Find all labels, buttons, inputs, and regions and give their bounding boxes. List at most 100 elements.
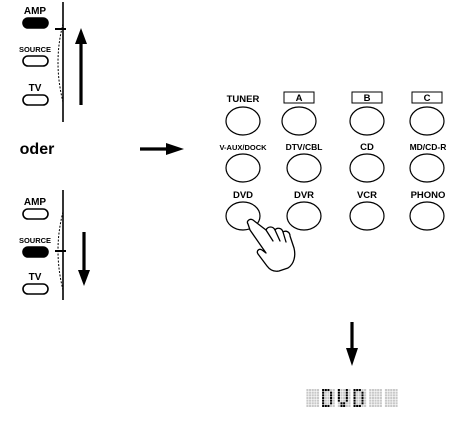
display-dot-dim [337,402,340,405]
display-dot-dim [343,399,346,402]
display-dot-dim [369,396,372,400]
display-dot-dim [356,391,359,394]
amp-button[interactable] [22,17,49,29]
display-dot-lit [353,394,356,397]
display-dot-dim [309,399,312,402]
display-dot-dim [343,389,346,392]
vcr-button[interactable] [349,201,385,231]
display-dot-dim [314,402,317,405]
selector-label-source: SOURCE [19,45,51,54]
display-dot-dim [384,389,387,392]
display-dot-lit [345,389,348,392]
display-dot-dim [348,396,351,400]
display-dot-dim [387,404,390,407]
display-dot-dim [395,396,398,400]
a-button[interactable] [281,106,317,136]
display-dot-dim [395,402,398,405]
front-display: DVD [306,389,398,407]
display-dot-dim [327,394,330,397]
display-dot-lit [356,404,359,407]
tv-button[interactable] [22,94,49,106]
source-button[interactable] [22,246,49,258]
display-dot-dim [356,394,359,397]
cd-button[interactable] [349,153,385,183]
display-dot-dim [340,396,343,400]
display-dot-dim [356,399,359,402]
display-dot-dim [309,396,312,400]
display-dot-dim [314,399,317,402]
display-empty-cell [384,389,398,407]
display-dot-lit [337,399,340,402]
display-dot-dim [392,402,395,405]
display-dot-dim [390,399,393,402]
display-dot-dim [343,391,346,394]
display-dot-dim [327,396,330,400]
pointing-hand-icon [246,218,296,272]
display-dot-dim [332,391,335,394]
display-dot-lit [322,394,325,397]
display-dot-dim [361,404,364,407]
display-dot-dim [314,394,317,397]
display-dot-dim [395,404,398,407]
display-dot-dim [332,402,335,405]
display-dot-dim [340,389,343,392]
display-dot-dim [309,394,312,397]
display-dot-dim [358,399,361,402]
c-button[interactable] [409,106,445,136]
display-dot-dim [311,399,314,402]
display-dot-dim [377,396,380,400]
display-dot-dim [364,399,367,402]
display-dot-lit [353,399,356,402]
oder-label: oder [20,141,55,158]
input-label-box-a [283,91,315,104]
b-button[interactable] [349,106,385,136]
md-cd-r-button[interactable] [409,153,445,183]
display-dot-dim [369,404,372,407]
display-dot-lit [340,402,343,405]
display-dot-lit [330,399,333,402]
display-dot-dim [314,404,317,407]
display-dot-dim [377,399,380,402]
display-dot-dim [311,389,314,392]
display-dot-lit [337,396,340,400]
selector-label-source: SOURCE [19,236,51,245]
display-dot-lit [337,391,340,394]
display-dot-dim [332,396,335,400]
display-dot-dim [387,396,390,400]
display-dot-lit [327,389,330,392]
display-dot-dim [374,396,377,400]
display-dot-dim [327,399,330,402]
display-dot-dim [371,402,374,405]
input-label-tuner: TUNER [227,94,260,105]
display-dot-lit [322,396,325,400]
display-dot-lit [330,396,333,400]
selector-label-tv: TV [29,83,42,94]
dvr-button[interactable] [286,201,322,231]
selector-panel-top: AMP SOURCE TV [19,2,87,122]
input-label-a: A [296,93,303,104]
display-dot-dim [369,389,372,392]
input-button-grid: TUNER A B C V-AUX/DOCK DTV/CBL CD MD/CD-… [219,91,446,231]
dtv-cbl-button[interactable] [286,153,322,183]
v-aux-dock-button[interactable] [225,153,261,183]
display-dot-dim [317,391,320,394]
display-dot-dim [390,404,393,407]
display-dot-dim [327,402,330,405]
tuner-button[interactable] [225,106,261,136]
display-dot-lit [322,402,325,405]
tv-button[interactable] [22,283,49,295]
source-button[interactable] [22,55,49,67]
display-dot-dim [392,391,395,394]
display-dot-dim [379,404,382,407]
display-dot-lit [322,399,325,402]
display-dot-dim [332,404,335,407]
display-dot-dim [337,404,340,407]
amp-button[interactable] [22,208,49,220]
display-dot-dim [374,389,377,392]
display-dot-lit [361,394,364,397]
phono-button[interactable] [409,201,445,231]
display-dot-lit [353,391,356,394]
display-dot-dim [384,399,387,402]
display-dot-dim [369,399,372,402]
